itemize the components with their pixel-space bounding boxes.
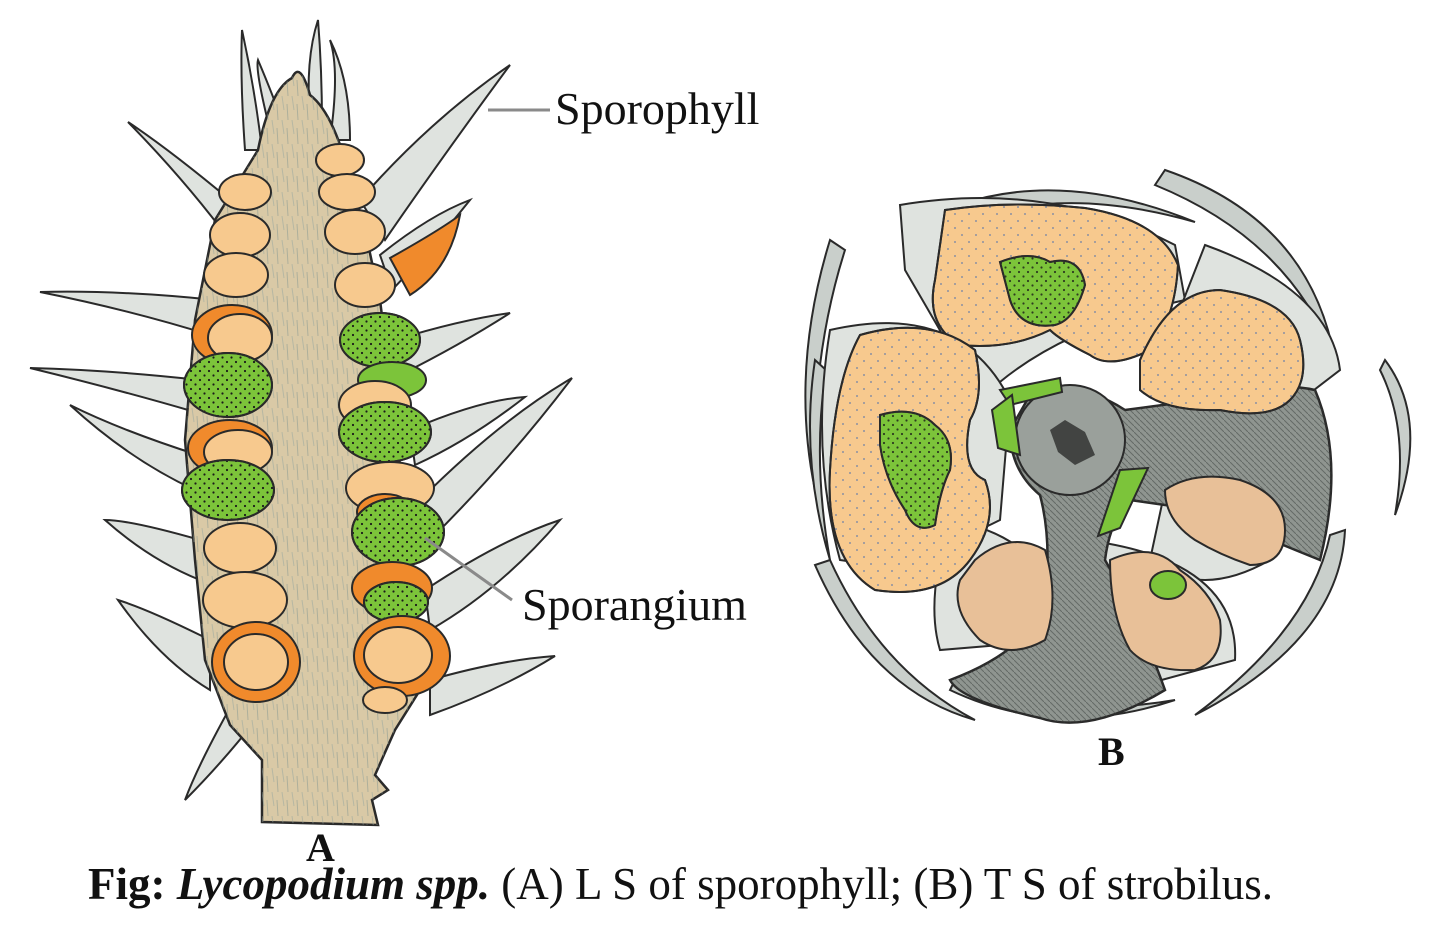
sporangium-leader-line xyxy=(424,536,513,602)
sporangia-left xyxy=(181,173,301,703)
panel-a-letter: A xyxy=(306,825,335,870)
label-sporangium: Sporangium xyxy=(522,579,747,630)
panel-b-ts-strobilus xyxy=(804,168,1412,724)
sporangium-right-low xyxy=(1163,475,1287,567)
sporophylls-left xyxy=(29,29,287,801)
green-strands xyxy=(990,376,1150,538)
caption-genus: Lycopodium spp. xyxy=(176,859,491,909)
caption-text: (A) L S of sporophyll; (B) T S of strobi… xyxy=(501,859,1273,909)
caption-prefix: Fig: xyxy=(88,859,166,909)
label-sporophyll: Sporophyll xyxy=(555,83,760,134)
figure-caption: Fig: Lycopodium spp. (A) L S of sporophy… xyxy=(88,858,1273,910)
sporangia-right xyxy=(315,143,462,714)
sporangia-ts xyxy=(828,203,1305,672)
panel-b-letter: B xyxy=(1098,729,1125,774)
panel-a-ls-sporophyll xyxy=(29,19,573,827)
sporangium-bottom-left xyxy=(956,541,1054,651)
sporangium-bottom xyxy=(1108,551,1222,672)
